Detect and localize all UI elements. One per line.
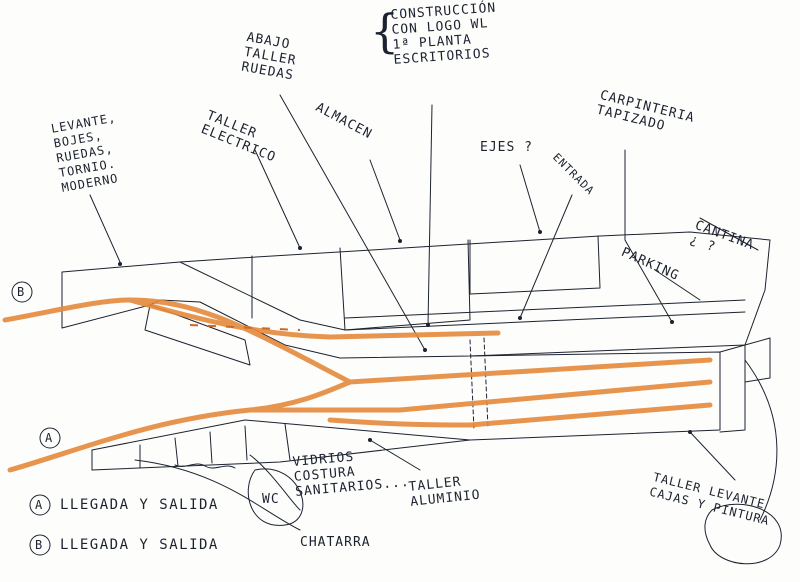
label-wc: WC bbox=[262, 492, 280, 507]
legend-a-circle bbox=[29, 494, 51, 516]
leader-almacen bbox=[369, 159, 401, 241]
right-end-box-2 bbox=[744, 337, 771, 383]
lower-shed bbox=[91, 351, 721, 451]
wc-circle bbox=[247, 468, 304, 526]
leader-construccion bbox=[427, 104, 433, 326]
leader-levante-cajas bbox=[689, 359, 778, 521]
leader-chatarra bbox=[134, 459, 301, 531]
label-levante-bojes: LEVANTE, BOJES, RUEDAS, TORNIO. MODERNO bbox=[50, 110, 120, 195]
track-b-main bbox=[2, 297, 713, 385]
right-end-box bbox=[719, 344, 746, 433]
marker-a-circle bbox=[39, 427, 61, 449]
track-dashed bbox=[189, 324, 301, 331]
leader-parking bbox=[654, 269, 701, 301]
dashed-crossing bbox=[469, 337, 489, 431]
legend-b-text: LLEGADA Y SALIDA bbox=[60, 537, 219, 553]
legend-a-key: A bbox=[35, 498, 44, 512]
leader-vidrios bbox=[249, 454, 301, 511]
track-a-main bbox=[7, 379, 353, 473]
track-b-branch bbox=[127, 297, 501, 340]
leader-ejes bbox=[519, 164, 541, 233]
label-abajo-taller-ruedas: ABAJO TALLER RUEDAS bbox=[240, 30, 298, 84]
label-ejes: EJES ? bbox=[480, 140, 533, 155]
inner-corridor bbox=[344, 299, 746, 319]
leader-aluminio bbox=[369, 439, 421, 471]
label-construccion: CONSTRUCCIÓN CON LOGO WL 1ª PLANTA ESCRI… bbox=[390, 0, 497, 68]
building-outline bbox=[61, 231, 771, 359]
marker-b-label: B bbox=[17, 285, 26, 299]
leader-cantina bbox=[699, 217, 759, 251]
block-almacen bbox=[339, 239, 471, 331]
lower-shed-divisions bbox=[139, 423, 291, 469]
legend-b-key: B bbox=[35, 538, 44, 552]
leader-entrada bbox=[519, 194, 573, 319]
leader-carpinteria bbox=[624, 149, 673, 323]
block-escritorios bbox=[469, 235, 601, 295]
leader-abajo bbox=[279, 94, 426, 351]
marker-a-label: A bbox=[45, 431, 54, 445]
wavy-line bbox=[174, 463, 236, 469]
track-a-2 bbox=[247, 379, 713, 413]
leader-electrico bbox=[254, 149, 301, 249]
pintura-circle bbox=[704, 503, 782, 565]
legend-b-circle bbox=[29, 534, 51, 556]
track-a-3 bbox=[327, 402, 713, 428]
leader-dots bbox=[118, 230, 692, 442]
label-chatarra: CHATARRA bbox=[300, 535, 371, 550]
marker-b-circle bbox=[11, 281, 33, 303]
legend-a-text: LLEGADA Y SALIDA bbox=[60, 497, 219, 513]
brace-construccion: { bbox=[370, 4, 400, 58]
small-box bbox=[144, 304, 251, 366]
leader-levante bbox=[89, 194, 121, 263]
lower-ramp bbox=[179, 261, 346, 331]
